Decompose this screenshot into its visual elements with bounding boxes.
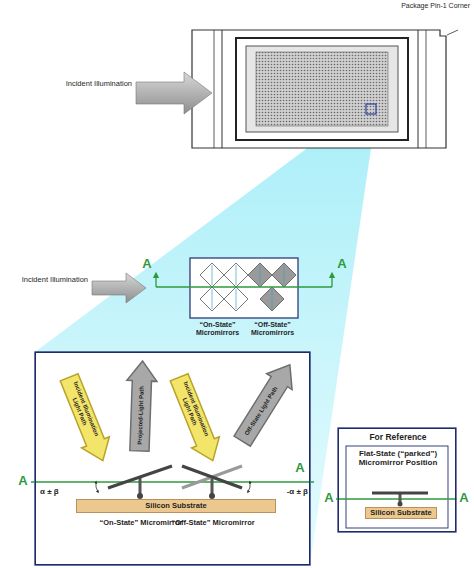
off-mirror [260,287,284,311]
section-marker: A [323,491,335,506]
package-outline [192,30,446,148]
section-marker: A [17,474,29,489]
light-path-arrow: Off-State Light Path [229,357,302,449]
section-marker: A [458,491,470,506]
callout-label: Incident Illumination [18,276,88,285]
on-mirror [224,287,248,311]
figure-panel: For ReferenceFlat-State (“parked”) Micro… [338,428,456,532]
substrate-band: Silicon Substrate [365,507,437,519]
callout-label: Incident Illumination [64,80,132,89]
path-label: Off-State Light Path [239,363,292,443]
hinge-axis [236,265,237,285]
angle-arc [96,482,98,492]
on-mirror [224,263,248,287]
tilt-angle: -α ± β [264,487,308,496]
section-marker: A [294,461,306,476]
section-tick [155,275,156,287]
hinge-axis [260,265,261,285]
mirror-array [156,258,332,318]
section-marker: A [336,257,348,272]
arrow-outline [124,361,157,452]
angle-arc [248,482,250,492]
parked-mirror [372,491,428,494]
hinge-axis [212,289,213,309]
section-line [336,498,457,499]
active-array [256,52,388,126]
illumination-arrow [136,72,212,114]
reference-drawing [336,428,457,532]
arrow-outline [229,357,302,449]
section-box-fill [35,352,310,565]
substrate-label: Silicon Substrate [370,509,431,517]
on-mirror [200,263,224,287]
on-state-mirror [108,466,172,488]
off-mirror [272,263,296,287]
section-marker: A [141,257,153,272]
tilt-angle: α ± β [40,487,80,496]
callout-label: Package Pin-1 Corner [396,2,470,10]
package-tab-line [222,30,223,148]
array-box [190,258,298,318]
window-frame [236,38,408,140]
mirror-caption: “Off-State” Micromirror [170,519,256,527]
hinge [398,502,403,507]
section-line [31,481,314,482]
zoom-square [366,104,376,114]
illumination-arrow [92,273,146,303]
off-state-mirror [182,466,242,488]
mirror-post [399,494,402,506]
on-mirror [200,287,224,311]
section-tick [331,275,332,287]
window-glass [246,46,398,132]
dmd-package [192,30,458,148]
cross-section [31,352,314,565]
mirror-caption: Flat-State (“parked”) Micromirror Positi… [349,450,447,468]
package-tab-line [418,30,419,148]
arrow-outline [165,372,227,467]
reference-box-fill [338,428,456,532]
off-mirror [248,263,272,287]
pin1-leader [447,30,458,35]
mirror-caption: “On-State” Micromirror [98,519,184,527]
package-tab-line [214,30,215,148]
off-state-mirror-ghost [182,466,242,488]
hinge-axis [272,289,273,309]
substrate-band: Silicon Substrate [76,499,276,513]
hinge-axis [212,265,213,285]
zoom-wedge [35,104,376,565]
arrow-outline [55,372,117,467]
package-tab-line [426,30,427,148]
mirror-caption: “Off-State” Micromirrors [245,321,300,337]
hinge-axis [284,265,285,285]
hinge-axis [236,289,237,309]
reference-inner-box [346,446,448,528]
light-path-arrow: Incident Illumination Light Path [165,372,227,467]
mirror-caption: “On-State” Micromirrors [190,321,245,337]
panel-heading: For Reference [339,433,457,443]
figure-panel: “On-State” Micromirror“Off-State” Microm… [35,352,310,565]
light-path-arrow: Incident Illumination Light Path [55,372,117,467]
section-line [156,286,332,287]
figure-panel: “On-State” Micromirrors“Off-State” Micro… [190,258,298,318]
light-path-arrow: Projected-Light Path [124,361,157,452]
substrate-label: Silicon Substrate [145,502,206,510]
